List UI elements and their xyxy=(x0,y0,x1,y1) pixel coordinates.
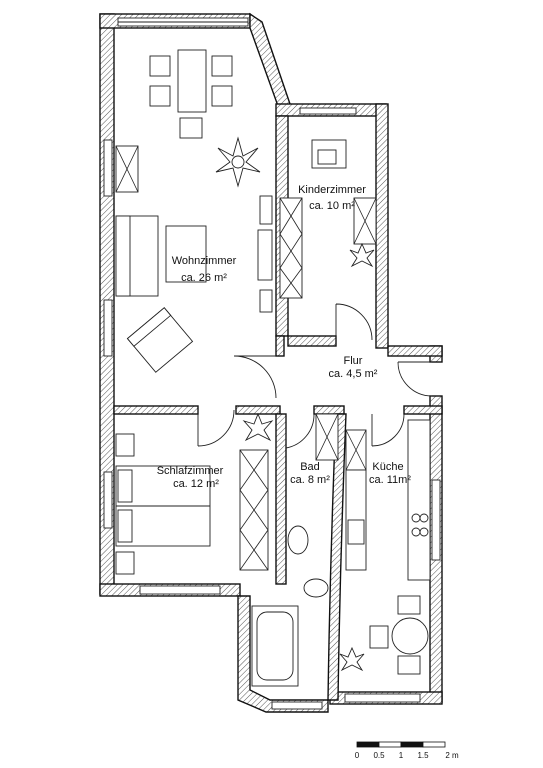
label-schlafzimmer-area: ca. 12 m² xyxy=(173,478,219,490)
scale-tick-3: 1.5 xyxy=(417,751,429,760)
doors xyxy=(197,303,433,449)
label-bad-area: ca. 8 m² xyxy=(290,474,330,486)
wall-right-kinder xyxy=(375,103,389,349)
plant-schlaf xyxy=(242,412,274,442)
door-kinder xyxy=(335,303,373,341)
chair-3 xyxy=(211,55,233,77)
label-bad-name: Bad xyxy=(300,461,320,473)
window-top-kinder xyxy=(299,107,357,115)
window-bottom-kueche xyxy=(344,693,421,703)
window-bottom-schlaf xyxy=(139,585,221,595)
label-flur-area: ca. 4,5 m² xyxy=(329,368,378,380)
furniture-wohnzimmer xyxy=(115,49,273,373)
scale-tick-4: 2 m xyxy=(445,751,459,760)
room-labels: Wohnzimmer ca. 26 m² Kinderzimmer ca. 10… xyxy=(157,184,412,490)
tv-bench xyxy=(257,229,273,281)
side-shelf xyxy=(259,195,273,225)
cabinet-wohn-1 xyxy=(115,145,139,193)
pillow-1 xyxy=(117,469,133,503)
bathtub-inner xyxy=(256,611,294,681)
furniture-schlafzimmer xyxy=(115,412,274,575)
wall-flur-top-right xyxy=(387,345,443,357)
wardrobe-kinder xyxy=(279,197,303,299)
scale-seg-1 xyxy=(356,741,380,748)
wall-bad-kueche xyxy=(327,413,347,701)
windows xyxy=(103,17,441,710)
door-schlaf xyxy=(197,409,235,447)
label-kinderzimmer-area: ca. 10 m² xyxy=(309,200,355,212)
label-flur-name: Flur xyxy=(344,355,363,367)
plant-kinder xyxy=(349,242,375,268)
sink-kueche xyxy=(347,519,365,545)
scale-tick-1: 0.5 xyxy=(373,751,385,760)
scale-tick-2: 1 xyxy=(399,751,404,760)
sofa-back xyxy=(115,215,131,297)
door-entrance xyxy=(397,361,433,397)
wall-wohn-schlaf-left xyxy=(113,405,199,415)
label-kueche-area: ca. 11m² xyxy=(369,474,411,486)
window-right-kueche xyxy=(431,479,441,561)
wall-kueche-top xyxy=(403,405,443,415)
label-schlafzimmer-name: Schlafzimmer xyxy=(157,465,224,477)
window-left-wohn-1 xyxy=(103,139,113,197)
kitchen-table xyxy=(391,617,429,655)
label-wohnzimmer-area: ca. 26 m² xyxy=(181,272,227,284)
sink-bad xyxy=(287,525,309,555)
label-kinderzimmer-name: Kinderzimmer xyxy=(298,184,366,196)
chair-2 xyxy=(149,85,171,107)
side-shelf-2 xyxy=(259,289,273,313)
toilet xyxy=(303,578,329,598)
scale-seg-3 xyxy=(400,741,424,748)
window-left-schlaf xyxy=(103,471,113,529)
chair-4 xyxy=(211,85,233,107)
dining-table xyxy=(177,49,207,113)
armchair xyxy=(126,307,194,373)
wall-schlaf-bad xyxy=(275,413,287,585)
burner-1 xyxy=(411,513,421,523)
desk-chair xyxy=(317,149,337,165)
wall-bay xyxy=(249,12,291,107)
nightstand-2 xyxy=(115,551,135,575)
wall-bad-top xyxy=(313,405,345,415)
pillow-2 xyxy=(117,509,133,543)
coffee-table xyxy=(165,225,207,283)
cabinet-bad xyxy=(315,413,339,461)
chair-1 xyxy=(149,55,171,77)
wall-wohn-flur xyxy=(275,335,285,357)
furniture-bad xyxy=(251,413,339,687)
plant-wohn xyxy=(215,136,261,188)
wardrobe-schlaf xyxy=(239,449,269,571)
kchair-1 xyxy=(397,595,421,615)
plant-kueche xyxy=(339,646,365,672)
chair-5 xyxy=(179,117,203,139)
label-kueche-name: Küche xyxy=(372,461,403,473)
door-kueche xyxy=(371,413,405,447)
kchair-3 xyxy=(369,625,389,649)
door-bad xyxy=(285,413,315,449)
scale-seg-2 xyxy=(378,741,402,748)
burner-2 xyxy=(419,513,429,523)
burner-3 xyxy=(411,527,421,537)
burner-4 xyxy=(419,527,429,537)
label-wohnzimmer-name: Wohnzimmer xyxy=(172,255,237,267)
window-left-wohn-2 xyxy=(103,299,113,357)
furniture-kinderzimmer xyxy=(279,139,377,299)
window-bottom-bad xyxy=(271,701,323,710)
scale-seg-4 xyxy=(422,741,446,748)
counter-right xyxy=(407,419,431,581)
kchair-2 xyxy=(397,655,421,675)
furniture-kueche xyxy=(339,419,431,675)
wall-flur-kinder xyxy=(287,335,337,347)
door-wohn-flur xyxy=(233,355,277,399)
nightstand-1 xyxy=(115,433,135,457)
scale-tick-0: 0 xyxy=(355,751,360,760)
scale-bar: 0 0.5 1 1.5 2 m xyxy=(355,741,459,760)
bed-kinder xyxy=(353,197,377,245)
fridge xyxy=(345,429,367,471)
